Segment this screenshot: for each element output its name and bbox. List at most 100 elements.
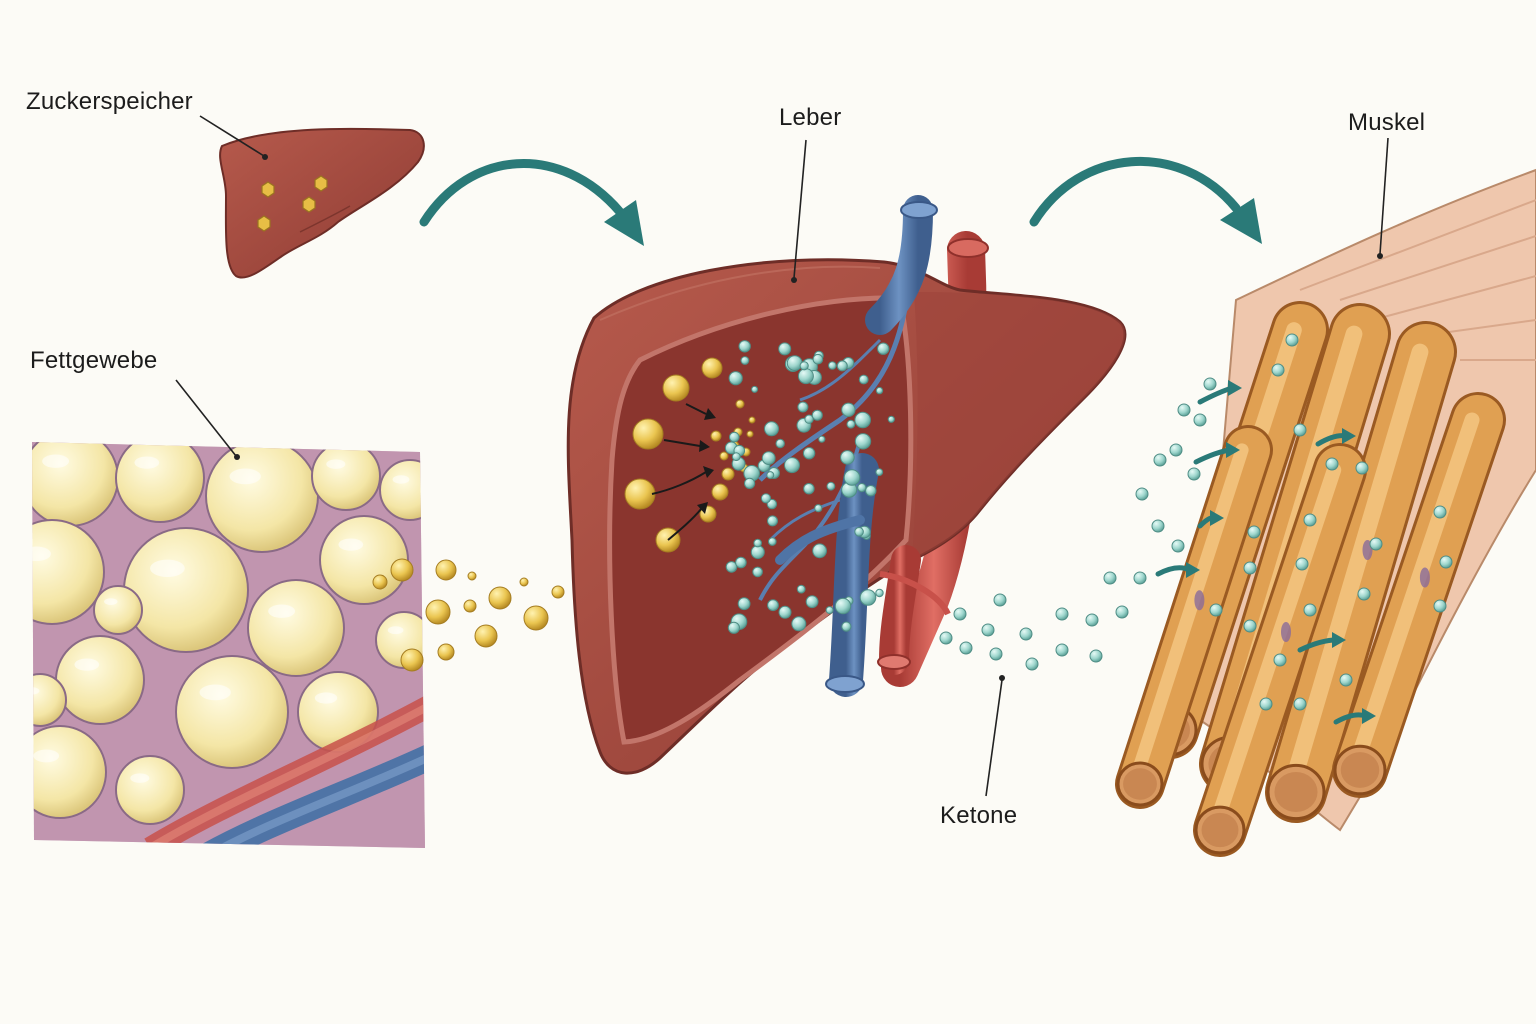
fatty-acid [735, 399, 745, 409]
ketone [1369, 537, 1383, 551]
ketone [1055, 643, 1069, 657]
fatty-acid [463, 599, 477, 613]
ketone [786, 355, 803, 372]
ketone [859, 589, 877, 606]
ketone [791, 616, 807, 632]
ketone [814, 504, 823, 513]
ketone [841, 402, 856, 417]
ketone [812, 353, 824, 365]
ketone [1259, 697, 1273, 711]
fatty-acid [551, 585, 565, 599]
ketone [812, 543, 827, 559]
ketone [857, 483, 867, 493]
ketone [729, 431, 740, 443]
ketone [953, 607, 967, 621]
leader-ketones [985, 675, 1005, 797]
ketone [766, 471, 775, 480]
ketone [875, 588, 884, 598]
ketone [1303, 603, 1317, 617]
ketone [1085, 613, 1099, 627]
ketone [887, 415, 895, 423]
leader-sugar-store [199, 115, 268, 160]
fatty-acid [710, 430, 722, 442]
ketone [836, 360, 848, 372]
ketone [843, 469, 861, 486]
arrow-icon [1315, 428, 1356, 447]
fatty-acid [390, 558, 414, 582]
ketone [731, 452, 741, 462]
liver-ketones [724, 340, 895, 634]
ketone [1055, 607, 1069, 621]
ketone [761, 451, 776, 466]
ketone [1243, 561, 1257, 575]
label-muscle: Muskel [1348, 109, 1426, 136]
fat-cell [175, 655, 289, 769]
ketone [1273, 653, 1287, 667]
fatty-acid [400, 648, 424, 672]
ketone [764, 421, 779, 437]
ketone [1209, 603, 1223, 617]
ketone [1153, 453, 1167, 467]
ketone [1187, 467, 1201, 481]
curved-arrow-right-icon [419, 159, 644, 246]
fat-cell [319, 515, 409, 605]
uptake-arrows [1155, 380, 1376, 725]
fatty-acid [372, 574, 388, 590]
ketone [826, 481, 836, 491]
ketone [1303, 513, 1317, 527]
ketone [728, 371, 743, 386]
fatty-acid [662, 374, 690, 402]
ketone [1151, 519, 1165, 533]
fat-cell [205, 442, 319, 553]
leader-liver [791, 139, 807, 283]
fat-cell [55, 635, 145, 725]
leader-fat-tissue [175, 379, 240, 460]
fatty-acid [523, 605, 549, 631]
ketone [725, 561, 738, 573]
label-fat-tissue: Fettgewebe [30, 347, 158, 374]
ketone [1203, 377, 1217, 391]
ketone [1271, 363, 1285, 377]
ketone [825, 606, 834, 615]
ketone-stream [939, 377, 1217, 671]
fatty-acid [746, 430, 754, 438]
conversion-arrows [651, 403, 716, 541]
ketone [1433, 599, 1447, 613]
fatty-acid [748, 416, 756, 424]
muscle-fiber [1193, 443, 1367, 857]
ketone [939, 631, 953, 645]
arrow-icon [1193, 442, 1240, 465]
fatty-acid [425, 599, 451, 625]
ketone [750, 545, 765, 560]
ketone [797, 401, 809, 413]
ketone [752, 566, 763, 578]
fat-cell [32, 673, 67, 727]
ketone [877, 342, 890, 355]
ketone [1103, 571, 1117, 585]
ketone [737, 597, 751, 611]
ketone [775, 438, 785, 449]
ketone [854, 527, 864, 537]
ketone [811, 409, 823, 421]
ketone [858, 374, 869, 385]
ketone [778, 605, 792, 619]
ketone [1339, 673, 1353, 687]
fat-cell [379, 459, 425, 521]
fatty-acid [488, 586, 512, 610]
ketone [1133, 571, 1147, 585]
ketone [802, 447, 816, 460]
ketone [1169, 443, 1183, 457]
muscle [1115, 168, 1536, 857]
ketone [841, 621, 852, 632]
fat-cell [93, 585, 143, 635]
ketone [1285, 333, 1299, 347]
ketone [804, 414, 814, 424]
ketone [1293, 423, 1307, 437]
ketone [818, 435, 826, 443]
fatty-acid [711, 483, 729, 501]
ketone [796, 584, 806, 594]
ketone [1135, 487, 1149, 501]
ketone [828, 361, 837, 370]
ketone [981, 623, 995, 637]
fat-cell [115, 442, 205, 523]
